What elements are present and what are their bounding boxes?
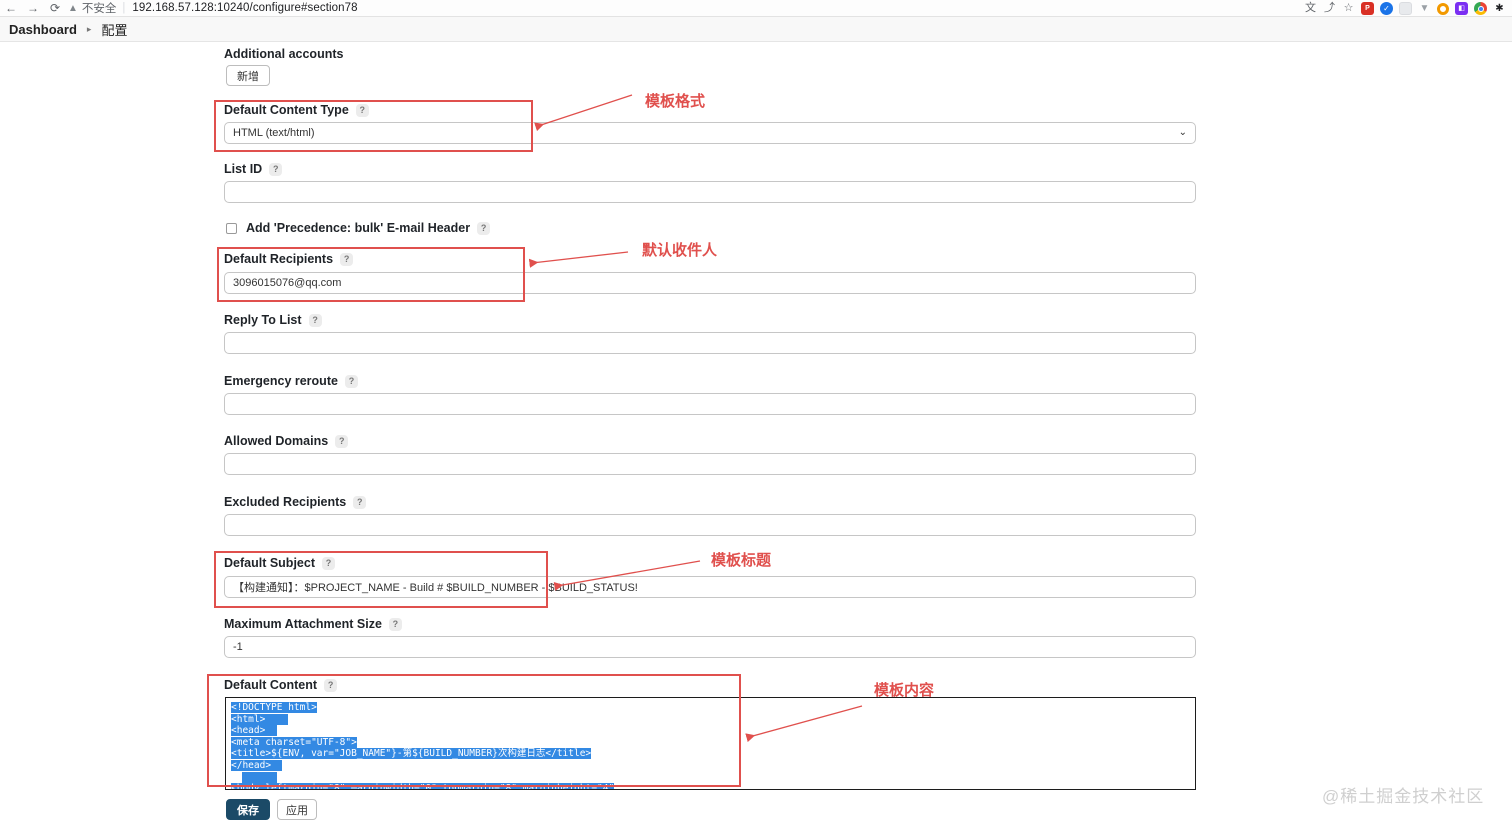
apply-button[interactable]: 应用 xyxy=(277,799,317,820)
max-attachment-help-icon[interactable]: ? xyxy=(388,617,402,631)
list-id-label-text: List ID xyxy=(224,162,263,176)
reply-to-label-text: Reply To List xyxy=(224,313,302,327)
extensions-pin-icon[interactable]: ✱ xyxy=(1495,3,1504,14)
add-account-button[interactable]: 新增 xyxy=(226,65,270,86)
content-type-label: Default Content Type ? xyxy=(224,103,369,117)
recipients-input[interactable] xyxy=(224,272,1196,294)
breadcrumb: Dashboard ▸ 配置 xyxy=(0,17,1512,42)
allowed-domains-input[interactable] xyxy=(224,453,1196,475)
content-textarea[interactable]: <!DOCTYPE html><html> <head> <meta chars… xyxy=(225,697,1196,790)
emergency-input[interactable] xyxy=(224,393,1196,415)
reply-to-label: Reply To List ? xyxy=(224,313,322,327)
content-type-select[interactable]: HTML (text/html) ⌄ xyxy=(224,122,1196,144)
allowed-domains-label-text: Allowed Domains xyxy=(224,434,329,448)
content-label-text: Default Content xyxy=(224,678,318,692)
list-id-help-icon[interactable]: ? xyxy=(269,162,283,176)
back-icon[interactable]: ← xyxy=(5,1,17,15)
not-secure-label: 不安全 xyxy=(81,3,117,15)
address-bar[interactable]: ▲ 不安全 | 192.168.57.128:10240/configure#s… xyxy=(68,0,358,16)
translate-icon[interactable]: 文 xyxy=(1305,2,1316,14)
excluded-recipients-label: Excluded Recipients ? xyxy=(224,495,367,509)
content-label: Default Content ? xyxy=(224,678,338,692)
annotation-format: 模板格式 xyxy=(645,93,706,110)
precedence-label: Add 'Precedence: bulk' E-mail Header ? xyxy=(246,221,491,235)
content-help-icon[interactable]: ? xyxy=(324,678,338,692)
precedence-label-text: Add 'Precedence: bulk' E-mail Header xyxy=(246,221,471,235)
list-id-input[interactable] xyxy=(224,181,1196,203)
precedence-checkbox[interactable] xyxy=(226,222,237,234)
pdf-extension-icon[interactable]: P xyxy=(1361,2,1374,15)
excluded-recipients-input[interactable] xyxy=(224,514,1196,536)
watermark: @稀土掘金技术社区 xyxy=(1322,787,1485,806)
max-attachment-label: Maximum Attachment Size ? xyxy=(224,617,402,631)
url-text[interactable]: 192.168.57.128:10240/configure#section78 xyxy=(132,2,358,14)
bookmark-star-icon[interactable]: ☆ xyxy=(1343,2,1354,14)
emergency-help-icon[interactable]: ? xyxy=(344,374,358,388)
share-icon[interactable]: ⤴ xyxy=(1324,2,1335,14)
orange-extension-icon[interactable] xyxy=(1437,2,1449,15)
emergency-label: Emergency reroute ? xyxy=(224,374,358,388)
annotation-subject: 模板标题 xyxy=(711,552,772,569)
extension-tray: 文 ⤴ ☆ P ✓ ▼ ◧ ✱ xyxy=(1304,0,1506,17)
reload-icon[interactable]: ⟳ xyxy=(49,1,61,15)
check-extension-icon[interactable]: ✓ xyxy=(1380,2,1393,15)
additional-accounts-label: Additional accounts xyxy=(224,47,344,61)
precedence-help-icon[interactable]: ? xyxy=(477,221,491,235)
gray-extension-icon[interactable] xyxy=(1399,2,1412,15)
content-type-label-text: Default Content Type xyxy=(224,103,349,117)
excluded-recipients-label-text: Excluded Recipients xyxy=(224,495,347,509)
max-attachment-input[interactable] xyxy=(224,636,1196,658)
emergency-label-text: Emergency reroute xyxy=(224,374,338,388)
address-separator: | xyxy=(122,2,126,14)
code-lines: <!DOCTYPE html><html> <head> <meta chars… xyxy=(231,702,1195,789)
content-type-value: HTML (text/html) xyxy=(233,127,315,139)
chrome-profile-icon[interactable] xyxy=(1474,2,1487,15)
subject-input[interactable] xyxy=(224,576,1196,598)
purple-extension-icon[interactable]: ◧ xyxy=(1455,2,1468,15)
subject-label: Default Subject ? xyxy=(224,556,335,570)
precedence-row: Add 'Precedence: bulk' E-mail Header ? xyxy=(226,221,491,235)
funnel-extension-icon[interactable]: ▼ xyxy=(1419,3,1430,14)
forward-icon[interactable]: → xyxy=(27,1,39,15)
max-attachment-label-text: Maximum Attachment Size xyxy=(224,617,382,631)
allowed-domains-help-icon[interactable]: ? xyxy=(335,434,349,448)
content-type-help-icon[interactable]: ? xyxy=(355,103,369,117)
allowed-domains-label: Allowed Domains ? xyxy=(224,434,349,448)
breadcrumb-dashboard[interactable]: Dashboard xyxy=(9,21,77,37)
chevron-down-icon: ⌄ xyxy=(1178,127,1187,138)
subject-label-text: Default Subject xyxy=(224,556,315,570)
recipients-help-icon[interactable]: ? xyxy=(340,252,354,266)
not-secure-warning-icon: ▲ xyxy=(68,2,78,14)
reply-to-input[interactable] xyxy=(224,332,1196,354)
list-id-label: List ID ? xyxy=(224,162,283,176)
subject-help-icon[interactable]: ? xyxy=(322,556,335,570)
recipients-label-text: Default Recipients xyxy=(224,252,334,266)
breadcrumb-chevron-icon: ▸ xyxy=(86,23,92,34)
recipients-label: Default Recipients ? xyxy=(224,252,354,266)
save-button[interactable]: 保存 xyxy=(226,799,270,820)
excluded-recipients-help-icon[interactable]: ? xyxy=(353,495,367,509)
browser-toolbar: ← → ⟳ ▲ 不安全 | 192.168.57.128:10240/confi… xyxy=(0,0,1512,17)
annotation-recipients: 默认收件人 xyxy=(642,242,718,259)
reply-to-help-icon[interactable]: ? xyxy=(308,313,322,327)
breadcrumb-configure[interactable]: 配置 xyxy=(101,22,128,38)
